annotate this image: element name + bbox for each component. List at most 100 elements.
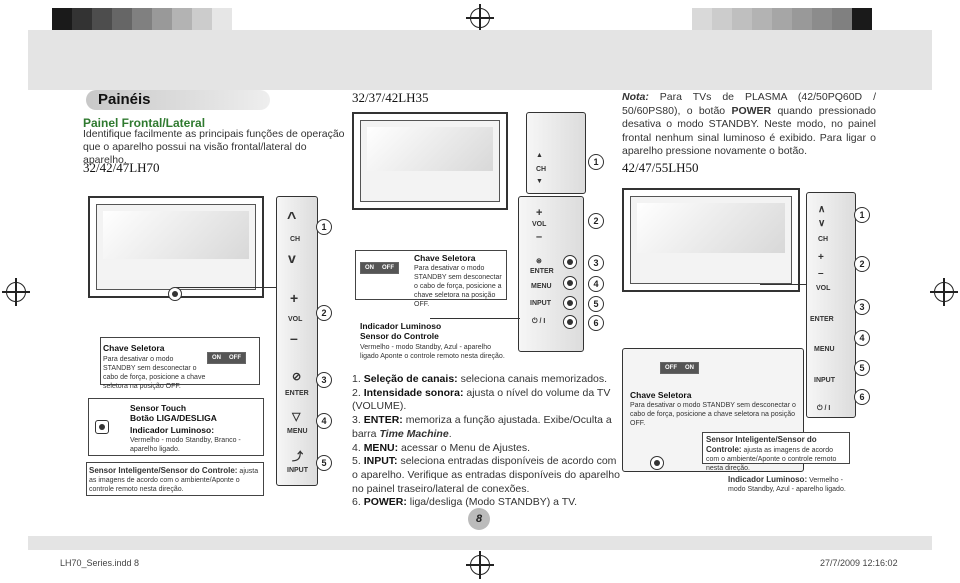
function-label: MENU: <box>363 441 399 454</box>
function-item: 4. MENU: acessar o Menu de Ajustes. <box>352 442 622 456</box>
button-enter-icon <box>563 255 577 269</box>
switch-off-label: OFF <box>229 355 241 361</box>
vol-plus-icon: + <box>818 252 824 263</box>
input-label: INPUT <box>814 377 835 384</box>
function-text: seleciona entradas disponíveis de acordo… <box>352 455 620 495</box>
vol-minus-icon: – <box>290 330 298 346</box>
button-power-icon <box>563 315 577 329</box>
color-swatch <box>92 8 112 30</box>
heading: Painel Frontal/Lateral <box>83 116 206 130</box>
number-3: 3 <box>316 372 332 388</box>
function-text: seleciona canais memorizados. <box>460 373 608 385</box>
switch-on-label: ON <box>365 265 374 271</box>
number-5: 5 <box>316 455 332 471</box>
note-power-word: POWER <box>731 104 772 117</box>
color-bar-right <box>692 8 872 30</box>
function-item: 5. INPUT: seleciona entradas disponíveis… <box>352 455 622 496</box>
enter-icon: ⊛ <box>536 258 542 265</box>
note-label: Nota: <box>622 91 649 103</box>
sensor-ctrl-left-text: ajusta as imagens de acordo com o ambien… <box>89 468 259 493</box>
number-4: 4 <box>854 330 870 346</box>
ch-down-icon: ∨ <box>818 218 826 229</box>
switch-off-label: OFF <box>382 265 394 271</box>
switch-on-label: ON <box>212 355 221 361</box>
color-swatch <box>172 8 192 30</box>
color-swatch <box>712 8 732 30</box>
callout-sensor-ctrl-right <box>702 432 850 464</box>
color-swatch <box>212 8 232 30</box>
model-right: 42/47/55LH50 <box>622 160 699 175</box>
function-label: Seleção de canais: <box>363 373 458 385</box>
number-2: 2 <box>588 213 604 229</box>
ch-up-icon: ∧ <box>818 204 826 215</box>
color-swatch <box>52 8 72 30</box>
button-menu-icon <box>563 276 577 290</box>
sensor-icon <box>168 287 182 301</box>
indicador-center-title: Indicador Luminoso <box>360 321 442 331</box>
indicador-center-text: Vermelho - modo Standby, Azul - aparelho… <box>360 344 505 360</box>
chave-text-center: Para desativar o modo STANDBY sem descon… <box>414 265 502 308</box>
input-icon: ⤴ <box>292 451 303 463</box>
indicador-right-title: Indicador Luminoso: <box>728 475 808 484</box>
indicador-title: Indicador Luminoso: <box>130 425 215 435</box>
indicador-text: Vermelho - modo Standby, Branco - aparel… <box>130 437 241 453</box>
number-2: 2 <box>316 305 332 321</box>
input-label: INPUT <box>530 300 551 307</box>
enter-label: ENTER <box>530 268 554 275</box>
page-number: 8 <box>468 508 490 530</box>
switch-graphic: ON OFF <box>207 352 246 364</box>
color-swatch <box>812 8 832 30</box>
function-label: Intensidade sonora: <box>363 386 464 399</box>
number-1: 1 <box>316 219 332 235</box>
function-number: 3. <box>352 414 361 427</box>
sensor-ctrl-left: Sensor Inteligente/Sensor do Controle: a… <box>89 466 261 494</box>
number-4: 4 <box>588 276 604 292</box>
number-5: 5 <box>588 296 604 312</box>
vol-minus-icon: – <box>536 231 543 243</box>
number-6: 6 <box>854 389 870 405</box>
function-text: ajusta o nível do volume da TV (VOLUME). <box>352 386 611 413</box>
chave-title-center: Chave Seletora <box>414 253 476 263</box>
enter-label: ENTER <box>285 390 309 397</box>
function-item: 3. ENTER: memoriza a função ajustada. Ex… <box>352 414 622 441</box>
sensor-touch-icon <box>95 420 109 434</box>
chave-text-right: Para desativar o modo STANDBY sem descon… <box>630 402 796 427</box>
indicador-right: Indicador Luminoso: Vermelho - modo Stan… <box>728 475 852 494</box>
registration-mark-icon <box>466 4 494 32</box>
vol-plus-icon: + <box>536 207 543 219</box>
section-pill <box>86 90 270 110</box>
color-swatch <box>112 8 132 30</box>
chave-text-left: Para desativar o modo STANDBY sem descon… <box>103 356 206 390</box>
color-swatch <box>752 8 772 30</box>
indicador-right-text: Vermelho - modo Standby, Azul - aparelho… <box>728 477 846 493</box>
vol-plus-icon: + <box>290 290 299 306</box>
switch-graphic: ON OFF <box>360 262 399 274</box>
function-text: memoriza a função ajustada. Exibe/Oculta… <box>352 414 612 440</box>
number-5: 5 <box>854 360 870 376</box>
callout-chave-center <box>355 250 507 300</box>
color-swatch <box>132 8 152 30</box>
function-number: 4. <box>352 441 361 454</box>
leader-line <box>430 318 520 319</box>
footer-band <box>28 536 932 550</box>
color-swatch <box>152 8 172 30</box>
switch-graphic: OFF ON <box>660 362 699 374</box>
number-1: 1 <box>588 154 604 170</box>
side-panel-right <box>806 192 856 418</box>
footer-file: LH70_Series.indd 8 <box>60 558 140 568</box>
function-number: 5. <box>352 455 361 468</box>
tv-illustration-right <box>622 188 800 292</box>
color-swatch <box>852 8 872 30</box>
color-swatch <box>772 8 792 30</box>
number-3: 3 <box>854 299 870 315</box>
note-text-1: Para TVs de PLASMA (42/50PQ60D / 50/60PS… <box>622 91 876 117</box>
number-3: 3 <box>588 255 604 271</box>
function-label: POWER: <box>363 496 407 509</box>
menu-label: MENU <box>814 346 835 353</box>
tv-illustration-center <box>352 112 508 210</box>
switch-off-label: OFF <box>665 365 677 371</box>
vol-label: VOL <box>288 316 303 323</box>
function-list: 1. Seleção de canais: seleciona canais m… <box>352 373 622 510</box>
intro-text: Identifique facilmente as principais fun… <box>83 128 345 166</box>
power-label: ⏻ / I <box>817 405 831 412</box>
